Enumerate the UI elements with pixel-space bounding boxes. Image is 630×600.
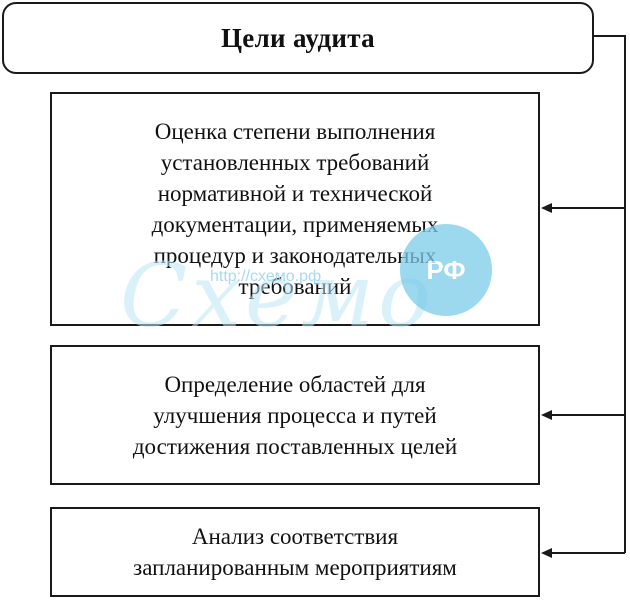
arrowhead-2 <box>541 410 552 420</box>
goal-text-2: Определение областей для улучшения проце… <box>132 371 458 459</box>
title-box: Цели аудита <box>2 2 594 74</box>
arrowhead-3 <box>541 548 552 558</box>
goal-text-3: Анализ соответствия запланированным меро… <box>133 524 457 580</box>
goal-text-1: Оценка степени выполнения установленных … <box>151 119 439 299</box>
goal-box-1: Оценка степени выполнения установленных … <box>50 92 540 326</box>
goal-box-3: Анализ соответствия запланированным меро… <box>50 507 540 597</box>
diagram-title: Цели аудита <box>221 22 375 53</box>
arrowhead-1 <box>541 203 552 213</box>
goal-box-2: Определение областей для улучшения проце… <box>50 345 540 485</box>
